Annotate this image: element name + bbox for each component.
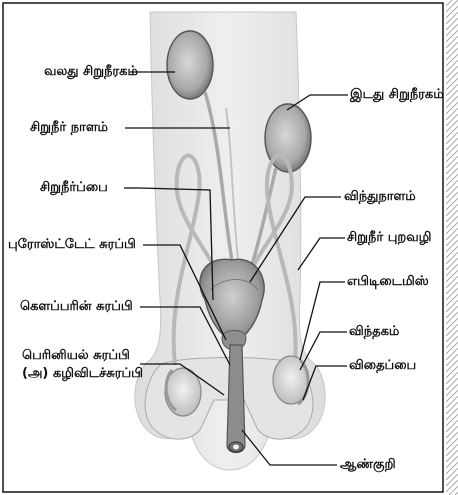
label-prostate: புரோஸ்ட்டேட் சுரப்பி (8, 237, 136, 252)
label-left-kidney: இடது சிறுநீரகம் (350, 87, 444, 102)
urethral-opening (233, 445, 239, 450)
label-vas-deferens: விந்துநாளம் (344, 189, 416, 204)
hatched-margin (446, 0, 458, 495)
penis-shaft (227, 345, 245, 453)
label-right-kidney: வலது சிறுநீரகம் (44, 64, 138, 79)
label-bladder: சிறுநீர்ப்பை (40, 180, 108, 195)
label-perineal-line2: (அ) கழிவிடச்சுரப்பி (22, 366, 143, 381)
right-kidney-shape (167, 31, 213, 99)
label-cowper: கௌப்பரின் சுரப்பி (20, 299, 133, 314)
label-scrotum: விதைப்பை (349, 358, 416, 373)
label-testis: விந்தகம் (349, 324, 399, 339)
label-perineal-line1: பெரினியல் சுரப்பி (22, 348, 130, 363)
label-urinary-pore: சிறுநீர் புறவழி (347, 230, 431, 245)
label-penis: ஆண்குறி (340, 457, 396, 472)
label-ureter: சிறுநீர் நாளம் (30, 120, 108, 135)
label-epididymis: எபிடிடைமிஸ் (347, 274, 429, 289)
